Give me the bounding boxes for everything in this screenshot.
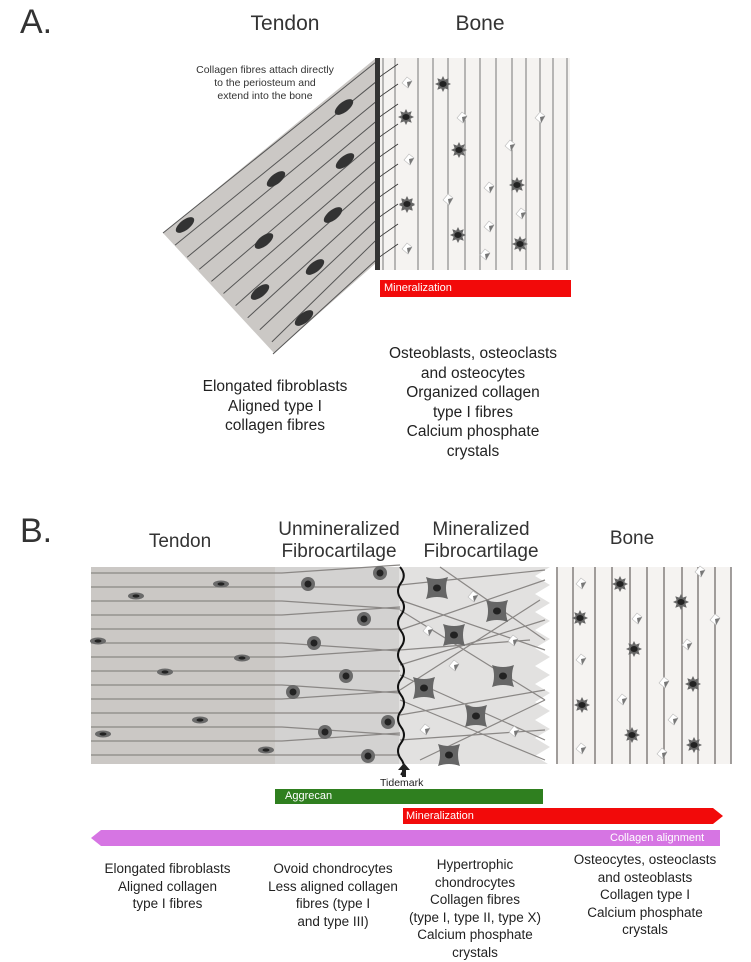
panel-a-bone-title: Bone <box>455 12 505 35</box>
panel-a-bone-cells <box>398 76 546 261</box>
panel-a-tendon-fibres <box>162 61 377 355</box>
fibrocartilage-fibre-line <box>399 689 546 716</box>
attaching-fibre <box>377 123 399 139</box>
tidemark-arrow-icon <box>398 763 410 777</box>
tendon-fibre-line <box>247 200 377 319</box>
panel-b-tendon-description: Elongated fibroblasts Aligned collagen t… <box>104 861 231 911</box>
panel-a-tendon-fibroblasts <box>175 99 355 326</box>
fibroblast-cell <box>254 233 274 249</box>
mineralization-label: Mineralization <box>406 810 474 822</box>
attaching-fibre <box>377 143 399 159</box>
panel-a-bone-description: Osteoblasts, osteoclasts and osteocytes … <box>389 345 557 460</box>
collagen-alignment-label: Collagen alignment <box>610 832 705 844</box>
fibrocartilage-fibre-line <box>281 600 401 610</box>
fibrocartilage-fibre-line <box>281 690 401 700</box>
fibroblast-cell <box>250 284 270 300</box>
tendon-fibre-line <box>271 239 377 343</box>
attaching-fibre <box>377 103 399 119</box>
tendon-fibre-line <box>162 61 377 234</box>
fibrocartilage-fibre-line <box>399 569 546 586</box>
panel-b-unmineralized-fc-description: Ovoid chondrocytes Less aligned collagen… <box>268 861 398 929</box>
tendon-fibre-line <box>235 180 377 306</box>
aggrecan-label: Aggrecan <box>285 790 333 802</box>
attaching-fibre <box>377 83 399 99</box>
panel-a-mineralization-label: Mineralization <box>384 282 452 294</box>
panel-b-mineralized-fc-description: Hypertrophic chondrocytes Collagen fibre… <box>408 857 542 960</box>
fibroblast-cell <box>323 207 343 223</box>
fibrocartilage-fibre-line <box>281 726 401 736</box>
panel-b-zone-title-mineralized-fibrocartilage: Mineralized Fibrocartilage <box>423 519 539 562</box>
panel-b-tendon-fibres <box>91 564 401 756</box>
panel-b-cells <box>90 565 721 766</box>
panel-a-tendon-title: Tendon <box>250 12 320 35</box>
tendon-fibre-line <box>259 220 377 331</box>
panel-b-bone-description: Osteocytes, osteoclasts and osteoblasts … <box>573 852 717 937</box>
attaching-fibre <box>377 63 399 79</box>
panel-b-tendon-region <box>91 567 279 764</box>
panel-a-tendon-description: Elongated fibroblasts Aligned type I col… <box>202 378 348 434</box>
fibroblast-cell <box>334 99 354 115</box>
fibrocartilage-fibre-line <box>399 699 546 761</box>
mineralization-bar <box>403 808 723 824</box>
panel-a-diagram <box>162 58 571 355</box>
fibrocartilage-fibre-line <box>281 684 401 694</box>
panel-b-zone-title-tendon: Tendon <box>148 531 212 552</box>
panel-b-fibrocartilage-fibres <box>399 566 546 761</box>
panel-b-tidemark-line <box>397 566 405 776</box>
tendon-fibre-line <box>211 140 377 282</box>
fibrocartilage-fibre-line <box>399 599 546 651</box>
panel-a-label: A. <box>20 3 53 41</box>
collagen-alignment-bar <box>91 830 720 846</box>
attaching-fibre <box>377 203 399 219</box>
fibrocartilage-fibre-line <box>399 579 546 631</box>
panel-a-periosteum <box>375 58 380 270</box>
tendon-fibre-line <box>198 121 377 270</box>
attaching-fibre <box>377 223 399 239</box>
attaching-fibre <box>377 183 399 199</box>
panel-b-zone-title-bone: Bone <box>609 528 655 549</box>
panel-a-tendon-region <box>163 58 376 353</box>
fibrocartilage-fibre-line <box>281 606 401 616</box>
panel-b-zone-title-unmineralized-fibrocartilage: Unmineralized Fibrocartilage <box>278 519 400 562</box>
panel-b-bone-region <box>556 567 731 764</box>
fibrocartilage-fibre-line <box>281 732 401 742</box>
fibrocartilage-fibre-line <box>399 619 546 666</box>
fibrocartilage-fibre-line <box>281 642 401 652</box>
fibrocartilage-fibre-line <box>399 599 541 691</box>
fibrocartilage-fibre-line <box>281 648 401 658</box>
tidemark-label: Tidemark <box>380 777 424 789</box>
panel-a-annotation: Collagen fibres attach directly to the p… <box>196 64 334 102</box>
tendon-fibre-line <box>223 160 377 294</box>
fibrocartilage-fibre-line <box>399 609 546 701</box>
panel-a-bone-fibres <box>377 58 568 270</box>
fibroblast-cell <box>294 310 314 326</box>
panel-b-label: B. <box>20 512 53 550</box>
attaching-fibre <box>377 243 399 259</box>
attaching-fibre <box>377 163 399 179</box>
fibroblast-cell <box>305 259 325 275</box>
panel-a-mineralization-bar <box>380 280 571 297</box>
fibroblast-cell <box>335 153 355 169</box>
tendon-fibre-line <box>272 259 377 355</box>
aggrecan-bar <box>275 789 543 804</box>
fibroblast-cell <box>175 217 195 233</box>
fibroblast-cell <box>266 171 286 187</box>
